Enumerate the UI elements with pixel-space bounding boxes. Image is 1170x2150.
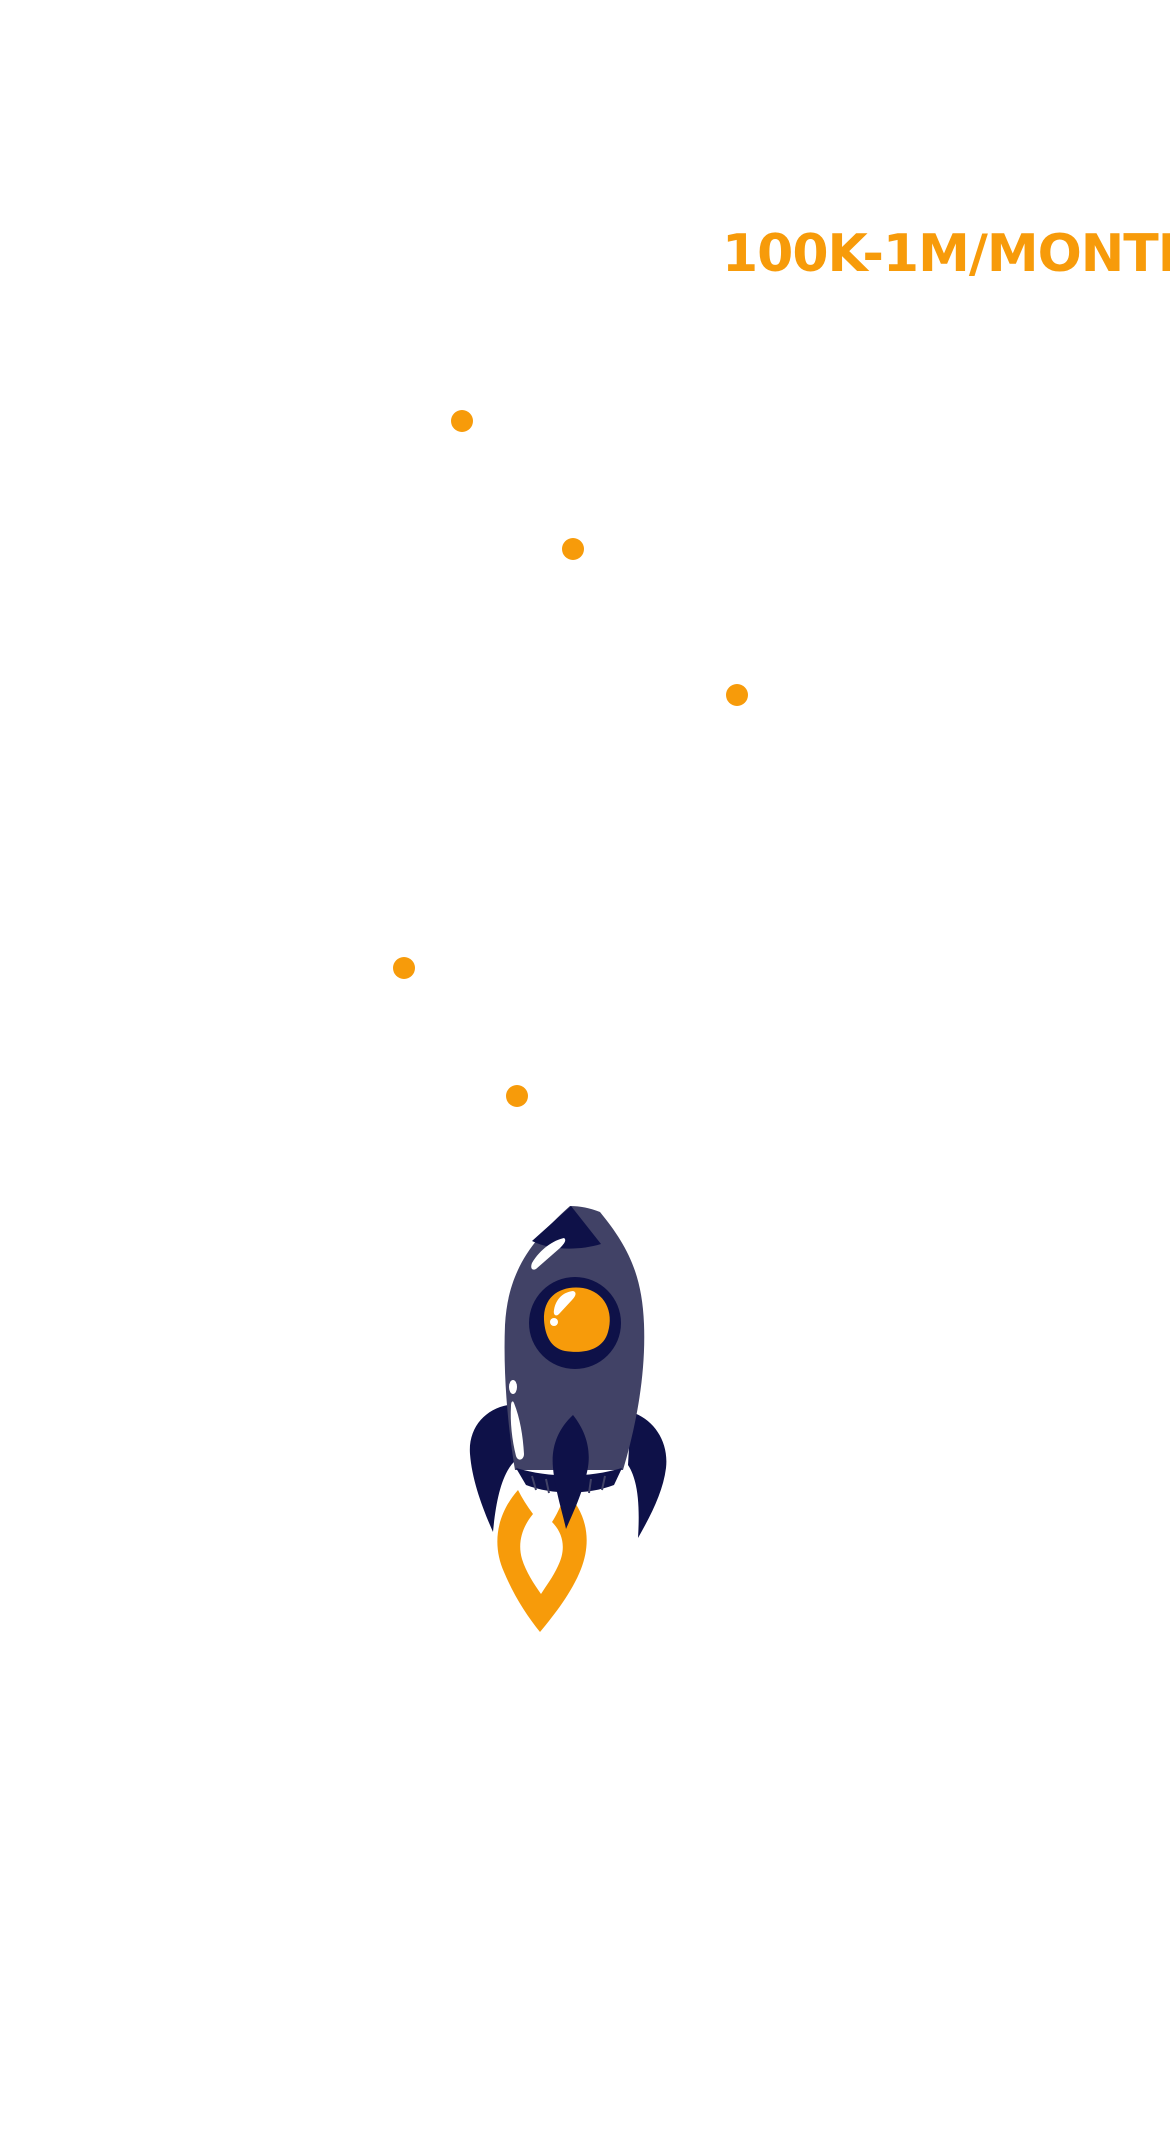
trail-dot	[562, 538, 584, 560]
rocket-flame	[497, 1490, 587, 1632]
trail-dot	[451, 410, 473, 432]
rocket-window-highlight	[553, 1291, 576, 1316]
trail-dot	[726, 684, 748, 706]
rocket-left-fin	[469, 1405, 516, 1532]
page-headline: 100K-1M/MONTH	[722, 224, 1170, 284]
rocket-icon	[469, 1206, 667, 1632]
trail-dot	[393, 957, 415, 979]
rocket-nose	[532, 1206, 601, 1249]
rocket-center-fin	[552, 1415, 589, 1529]
rocket-right-fin	[628, 1412, 667, 1538]
rocket-nose-highlight	[531, 1238, 566, 1270]
trail-dot	[506, 1085, 528, 1107]
